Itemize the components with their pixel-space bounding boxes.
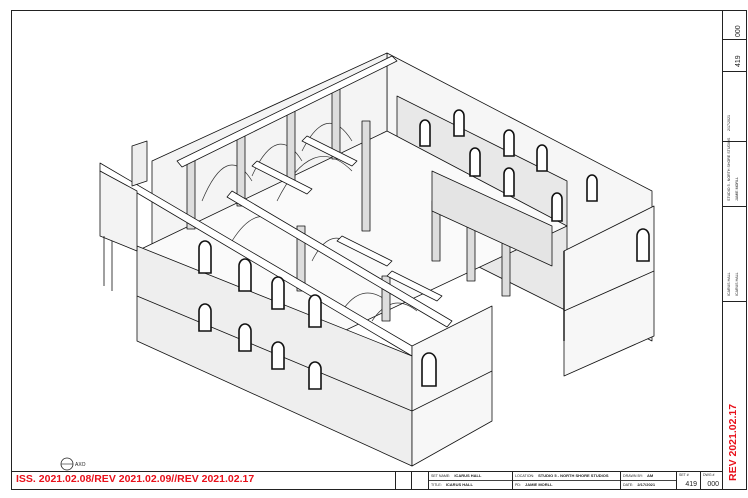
issue-revision-text: ISS. 2021.02.08/REV 2021.02.09//REV 2021… <box>16 473 255 485</box>
side-flat <box>131 140 148 187</box>
location-label: LOCATION: <box>515 474 535 478</box>
vertical-dwg-number: 000 <box>735 25 742 37</box>
set-number: 419 <box>685 481 697 488</box>
drawn-by-value: AM <box>647 473 654 478</box>
set-number-cell: SET # 419 <box>676 472 700 489</box>
end-wall-left-wing <box>411 305 493 467</box>
arched-windows <box>198 109 650 390</box>
title-value: ICARUS HALL <box>445 482 473 487</box>
set-name-label: SET NAME: <box>431 474 451 478</box>
blank-cell <box>411 472 428 489</box>
title-label: TITLE: <box>431 483 442 487</box>
beams <box>176 55 453 328</box>
vertical-set-number: 419 <box>735 55 742 67</box>
vertical-set-name: ICARUS HALL <box>727 272 731 296</box>
dwg-number-label: DWG # <box>703 473 715 477</box>
revision-strip: ISS. 2021.02.08/REV 2021.02.09//REV 2021… <box>12 471 722 489</box>
pd-value: JAMIE MORLL <box>525 482 553 487</box>
location-value: STUDIO 5 - NORTH SHORE STUDIOS <box>538 473 609 478</box>
vertical-revision-text: REV 2021.02.17 <box>727 403 739 481</box>
north-arrow-label: AXO <box>75 462 86 468</box>
vertical-date: 2/17/2021 <box>727 115 731 131</box>
dwg-number-cell: DWG # 000 <box>700 472 722 489</box>
set-number-label: SET # <box>679 473 689 477</box>
vertical-location: STUDIO 5 - NORTH SHORE STUDIOS <box>727 137 731 201</box>
drawing-sheet: AXO ISS. 2021.02.08/REV 2021.02.09//REV … <box>11 10 723 490</box>
drawn-by-cell: DRAWN BY:AM DATE:2/17/2021 <box>620 472 676 489</box>
pd-label: PD: <box>515 483 521 487</box>
vertical-title-block: 000 419 2/17/2021 STUDIO 5 - NORTH SHORE… <box>723 10 747 490</box>
north-arrow-icon: AXO <box>60 457 86 471</box>
set-name-value: ICARUS HALL <box>454 473 482 478</box>
dwg-number: 000 <box>707 481 719 488</box>
set-name-cell: SET NAME:ICARUS HALL TITLE:ICARUS HALL <box>428 472 512 489</box>
angled-flats <box>431 170 553 267</box>
drawn-by-label: DRAWN BY: <box>623 474 644 478</box>
date-label: DATE: <box>623 483 634 487</box>
north-arrow: AXO <box>60 457 90 476</box>
date-value: 2/17/2021 <box>637 482 656 487</box>
columns <box>186 88 511 322</box>
location-cell: LOCATION:STUDIO 5 - NORTH SHORE STUDIOS … <box>512 472 620 489</box>
vertical-title: ICARUS HALL <box>735 272 739 296</box>
isometric-set-drawing <box>99 52 655 467</box>
vertical-pd: JAMIE MORLL <box>735 177 739 201</box>
blank-cell <box>395 472 411 489</box>
front-wall-upper-left <box>99 170 138 252</box>
